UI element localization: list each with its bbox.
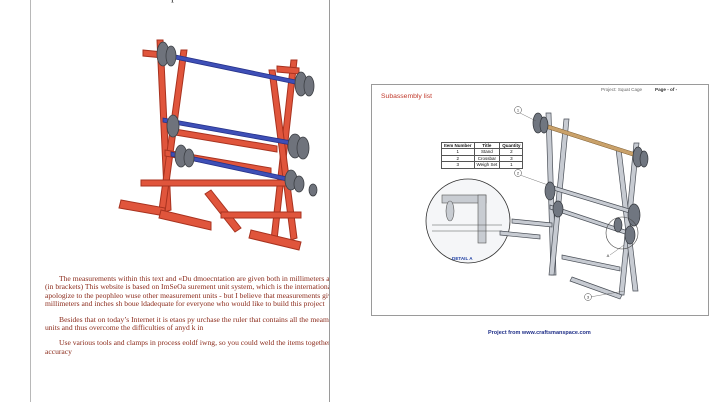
table-row: 3 Weigh Set 1 [441,161,524,169]
page-title-partial: p [171,0,177,4]
project-label: Project: Squat Cage [601,87,643,92]
bom-header-row: Item Number Title Quantity [441,141,524,150]
detail-a-label: DETAIL A [452,256,473,261]
body-text: The measurements within this text and «D… [45,274,330,363]
drawing-sheet: Subassembly list Project: Squat Cage Pag… [371,84,709,316]
paragraph-ruler: Besides that on today’s Internet it is e… [45,314,330,333]
bom-header-quantity: Quantity [499,141,524,150]
callout-detail-a: A [607,253,610,258]
page-label: Page - of - [655,87,678,92]
bom-cell: 3 [441,161,475,169]
paragraph-measurements: The measurements within this text and «D… [45,274,330,309]
table-row: 1 Stand 2 [441,148,524,156]
paragraph-tools: Use various tools and clamps in process … [45,338,330,356]
table-row: 2 Crossbar 3 [441,154,524,163]
callout-3: 3 [587,295,590,300]
bom-header-item: Item Number [441,141,475,150]
bom-cell: 3 [499,154,524,163]
callout-1: 1 [517,108,520,113]
bom-cell: 1 [499,161,524,169]
bom-cell: 2 [499,148,524,156]
bom-cell: Crossbar [473,154,501,163]
footer-project-link[interactable]: Project from www.craftsmanspace.com [488,330,591,336]
subassembly-drawing: 1 2 3 A [425,106,649,301]
document-page-left: p [30,0,330,402]
squat-rack-illustration [118,39,318,251]
bom-table: Item Number Title Quantity 1 Stand 2 2 C… [441,141,524,169]
sheet-title: Subassembly list [381,93,432,100]
bom-cell: Weigh Set [473,161,501,169]
callout-2: 2 [517,171,520,176]
